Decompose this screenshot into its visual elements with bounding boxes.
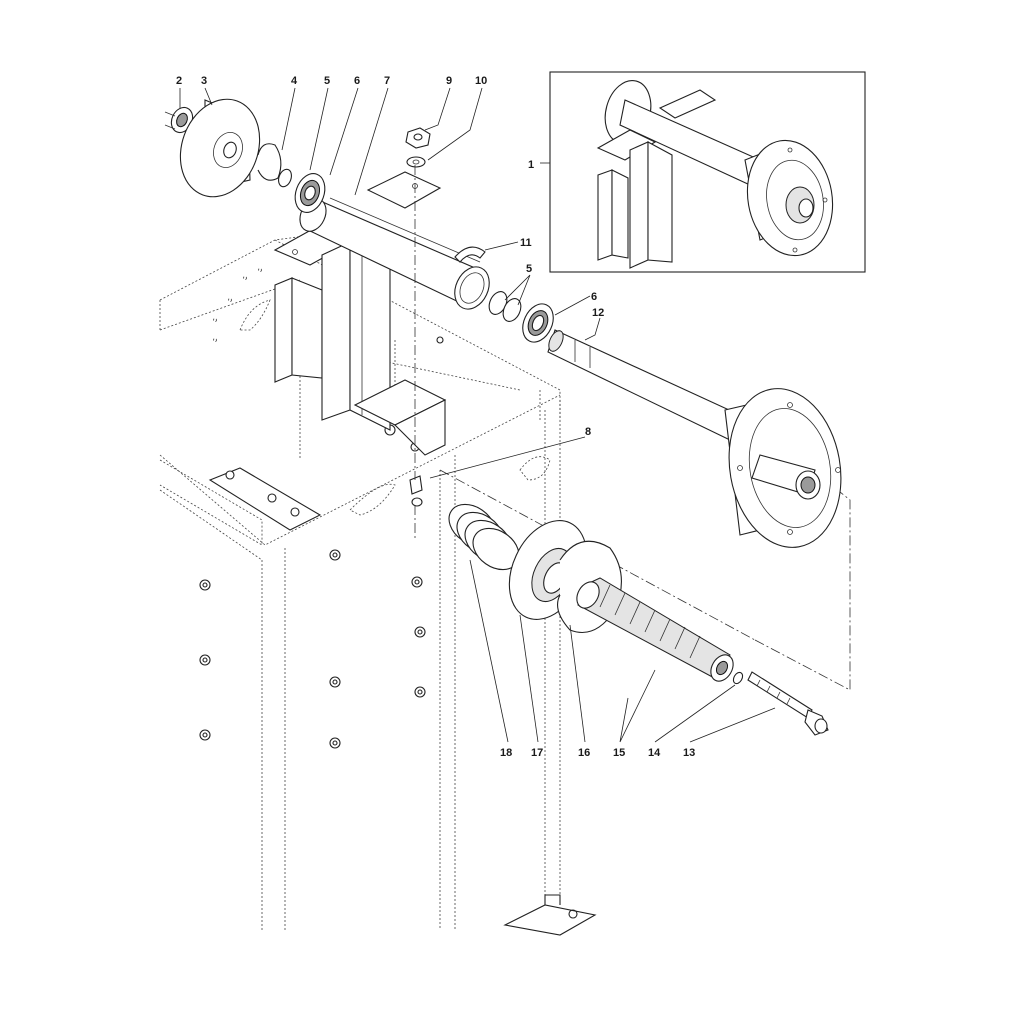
- wheel-hub: [724, 388, 842, 548]
- left-flange-group: [164, 98, 326, 213]
- callout-7: 7: [384, 75, 390, 87]
- tube-sleeve: [454, 266, 490, 310]
- callout-10: 10: [475, 75, 487, 87]
- callout-9: 9: [446, 75, 452, 87]
- callout-labels: 1 2 3 4 5 6 7 9 10 11 5 6 12 8 18 17 16 …: [176, 75, 695, 759]
- callout-11: 11: [520, 237, 532, 249]
- bolt-8: [409, 475, 423, 507]
- callout-13: 13: [683, 747, 695, 759]
- threaded-sleeve-15: [576, 577, 734, 682]
- callout-18: 18: [500, 747, 512, 759]
- callout-4: 4: [291, 75, 298, 87]
- center-lines: [414, 165, 851, 691]
- callout-14: 14: [648, 747, 661, 759]
- callout-6: 6: [354, 75, 360, 87]
- machine-frame: [159, 229, 597, 936]
- callout-1: 1: [528, 159, 534, 171]
- leader-lines: [179, 87, 776, 743]
- callout-17: 17: [531, 747, 543, 759]
- spring-18: [448, 503, 520, 571]
- callout-2: 2: [176, 75, 182, 87]
- callout-5b: 5: [526, 263, 532, 275]
- washer-14: [732, 671, 744, 685]
- snap-ring-11: [454, 246, 486, 263]
- support-brackets: [273, 171, 447, 456]
- callout-8: 8: [585, 426, 591, 438]
- callout-5: 5: [324, 75, 330, 87]
- right-bearing-set: [488, 291, 554, 343]
- inset-assembly-view: [549, 71, 866, 273]
- screw-13: [747, 671, 829, 736]
- shaft-12: [547, 329, 741, 441]
- callout-6b: 6: [591, 291, 597, 303]
- callout-3: 3: [201, 75, 207, 87]
- callout-15: 15: [613, 747, 625, 759]
- callout-12: 12: [592, 307, 604, 319]
- nut-washer-9-10: [405, 127, 431, 168]
- panel-bolts: [199, 549, 426, 749]
- callout-16: 16: [578, 747, 590, 759]
